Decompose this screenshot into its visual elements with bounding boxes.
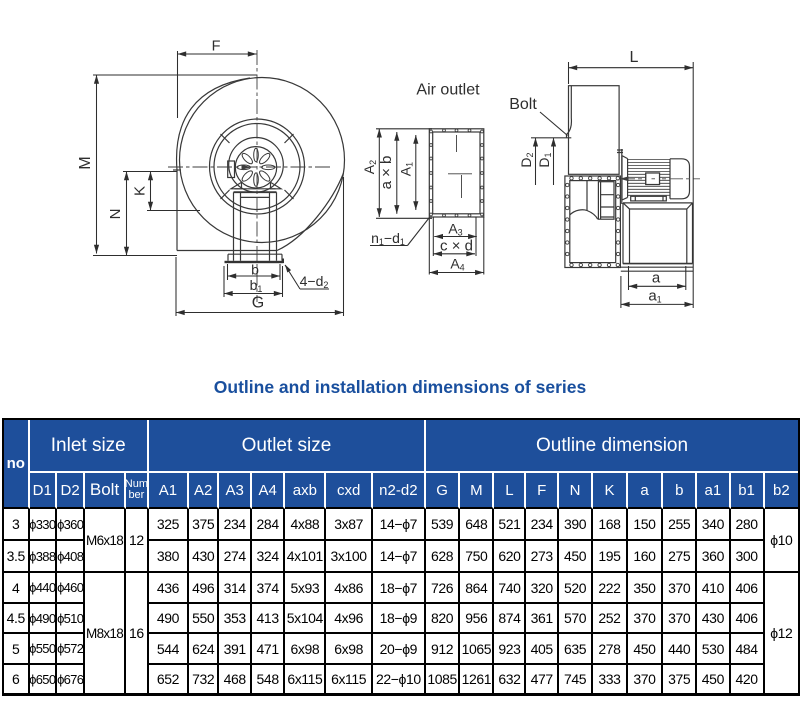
svg-text:a1: a1	[648, 288, 661, 305]
svg-text:b: b	[251, 262, 259, 278]
svg-text:n1−d1: n1−d1	[371, 230, 405, 247]
svg-text:N: N	[107, 209, 124, 220]
svg-text:M: M	[77, 156, 94, 169]
svg-text:A3: A3	[448, 221, 462, 238]
svg-text:D1: D1	[536, 152, 553, 167]
svg-text:A1: A1	[398, 162, 415, 176]
svg-text:4−d2: 4−d2	[300, 273, 329, 290]
svg-text:b1: b1	[250, 277, 263, 294]
svg-text:A2: A2	[361, 160, 378, 174]
svg-text:A4: A4	[450, 256, 464, 273]
svg-text:K: K	[132, 186, 149, 196]
svg-text:L: L	[630, 49, 639, 66]
svg-text:c × d: c × d	[440, 238, 473, 255]
svg-text:Bolt: Bolt	[509, 96, 537, 113]
svg-text:F: F	[212, 39, 221, 55]
svg-text:D2: D2	[518, 152, 535, 167]
svg-text:a: a	[652, 270, 661, 287]
svg-text:Air outlet: Air outlet	[416, 82, 480, 99]
svg-text:G: G	[252, 295, 264, 312]
svg-text:a × b: a × b	[378, 156, 395, 190]
